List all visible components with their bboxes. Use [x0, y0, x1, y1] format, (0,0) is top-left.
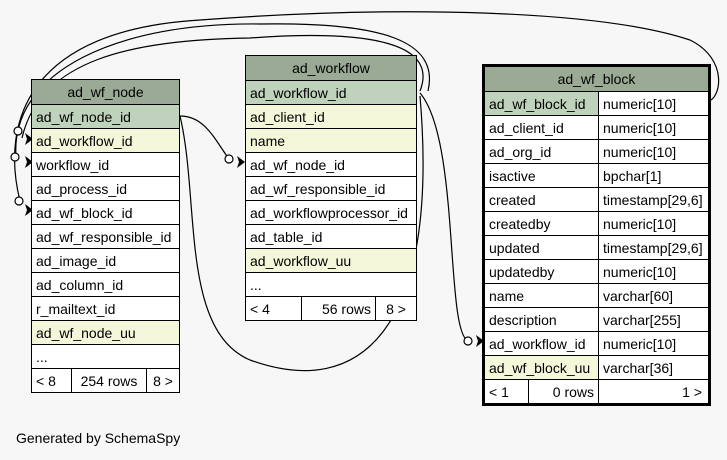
column-name: ad_wf_block_id — [485, 92, 599, 115]
table-header[interactable]: ad_workflow — [246, 56, 416, 80]
edge-workflow-node — [179, 115, 230, 160]
children-link[interactable]: 8 > — [153, 373, 173, 389]
column-row[interactable]: ad_workflow_id numeric[10] — [485, 331, 708, 355]
column-row[interactable]: ad_wf_responsible_id — [32, 224, 179, 248]
column-type: timestamp[29,6] — [603, 240, 703, 256]
generated-by-credit: Generated by SchemaSpy — [16, 430, 181, 446]
column-row[interactable]: ad_workflowprocessor_id — [246, 200, 416, 224]
column-row[interactable]: updatedby numeric[10] — [485, 259, 708, 283]
column-row[interactable]: description varchar[255] — [485, 307, 708, 331]
column-row[interactable]: ad_workflow_id — [246, 80, 416, 104]
column-row[interactable]: ad_client_id numeric[10] — [485, 115, 708, 139]
column-name: updatedby — [485, 260, 599, 283]
parents-link[interactable]: < 8 — [32, 369, 72, 392]
edge-arrow — [25, 133, 33, 145]
column-row[interactable]: workflow_id — [32, 152, 179, 176]
column-row[interactable]: ad_wf_node_uu — [32, 320, 179, 344]
table-ad-wf-node[interactable]: ad_wf_node ad_wf_node_id ad_workflow_id … — [31, 79, 180, 393]
column-row[interactable]: ad_process_id — [32, 176, 179, 200]
column-name: created — [485, 188, 599, 211]
column-row[interactable]: r_mailtext_id — [32, 296, 179, 320]
column-name: ad_client_id — [485, 116, 599, 139]
column-type: varchar[255] — [603, 312, 681, 328]
column-name: updated — [485, 236, 599, 259]
column-row[interactable]: ad_wf_responsible_id — [246, 176, 416, 200]
column-name: isactive — [485, 164, 599, 187]
column-row[interactable]: ad_wf_block_id numeric[10] — [485, 91, 708, 115]
table-footer: < 1 0 rows 1 > — [485, 379, 708, 403]
column-type: numeric[10] — [599, 92, 708, 115]
edge-end-circle — [10, 152, 20, 162]
column-row[interactable]: ad_column_id — [32, 272, 179, 296]
column-name: ad_workflow_id — [485, 332, 599, 355]
column-name: createdby — [485, 212, 599, 235]
column-type: timestamp[29,6] — [603, 192, 703, 208]
column-row[interactable]: ad_wf_block_id — [32, 200, 179, 224]
column-row[interactable]: name varchar[60] — [485, 283, 708, 307]
edge-end-circle — [14, 196, 24, 206]
edge-arrow — [476, 335, 484, 347]
column-name: ad_wf_block_uu — [485, 356, 599, 379]
row-count: 56 rows — [302, 297, 376, 320]
edge-end-circle — [13, 126, 23, 136]
column-type: bpchar[1] — [603, 168, 662, 184]
column-row[interactable]: name — [246, 128, 416, 152]
column-row[interactable]: ad_wf_node_id — [246, 152, 416, 176]
column-row[interactable]: updated timestamp[29,6] — [485, 235, 708, 259]
column-type: numeric[10] — [603, 264, 677, 280]
column-row[interactable]: ad_client_id — [246, 104, 416, 128]
parents-link[interactable]: < 4 — [246, 297, 302, 320]
column-row[interactable]: ad_wf_node_id — [32, 104, 179, 128]
column-row[interactable]: ad_wf_block_uu varchar[36] — [485, 355, 708, 379]
table-footer: < 8 254 rows 8 > — [32, 368, 179, 392]
column-row[interactable]: ad_table_id — [246, 224, 416, 248]
edge-arrow — [25, 156, 33, 168]
column-row[interactable]: ad_org_id numeric[10] — [485, 139, 708, 163]
edge-arrow — [237, 156, 245, 168]
column-type: numeric[10] — [603, 336, 677, 352]
table-ad-workflow[interactable]: ad_workflow ad_workflow_id ad_client_id … — [245, 55, 417, 321]
edge-block-workflow — [419, 92, 469, 342]
children-link[interactable]: 8 > — [386, 301, 406, 317]
column-name: ad_org_id — [485, 140, 599, 163]
column-row[interactable]: createdby numeric[10] — [485, 211, 708, 235]
column-row[interactable]: ad_workflow_uu — [246, 248, 416, 272]
column-name: name — [485, 284, 599, 307]
column-row[interactable]: isactive bpchar[1] — [485, 163, 708, 187]
edge-arrow — [25, 204, 33, 216]
column-type: varchar[36] — [603, 360, 674, 376]
column-row[interactable]: ad_image_id — [32, 248, 179, 272]
column-row-more[interactable]: ... — [32, 344, 179, 368]
column-type: numeric[10] — [603, 120, 677, 136]
column-type: varchar[60] — [603, 288, 674, 304]
edge-end-circle — [463, 336, 473, 346]
column-row[interactable]: created timestamp[29,6] — [485, 187, 708, 211]
edge-end-circle — [224, 154, 234, 164]
table-header[interactable]: ad_wf_block — [485, 67, 708, 91]
column-row-more[interactable]: ... — [246, 272, 416, 296]
row-count: 254 rows — [72, 369, 147, 392]
table-header[interactable]: ad_wf_node — [32, 80, 179, 104]
table-ad-wf-block[interactable]: ad_wf_block ad_wf_block_id numeric[10] a… — [482, 64, 711, 406]
row-count: 0 rows — [529, 380, 599, 403]
column-name: description — [485, 308, 599, 331]
column-row[interactable]: ad_workflow_id — [32, 128, 179, 152]
children-link[interactable]: 1 > — [682, 384, 702, 400]
column-type: numeric[10] — [603, 216, 677, 232]
column-type: numeric[10] — [603, 144, 677, 160]
parents-link[interactable]: < 1 — [485, 380, 529, 403]
table-footer: < 4 56 rows 8 > — [246, 296, 416, 320]
